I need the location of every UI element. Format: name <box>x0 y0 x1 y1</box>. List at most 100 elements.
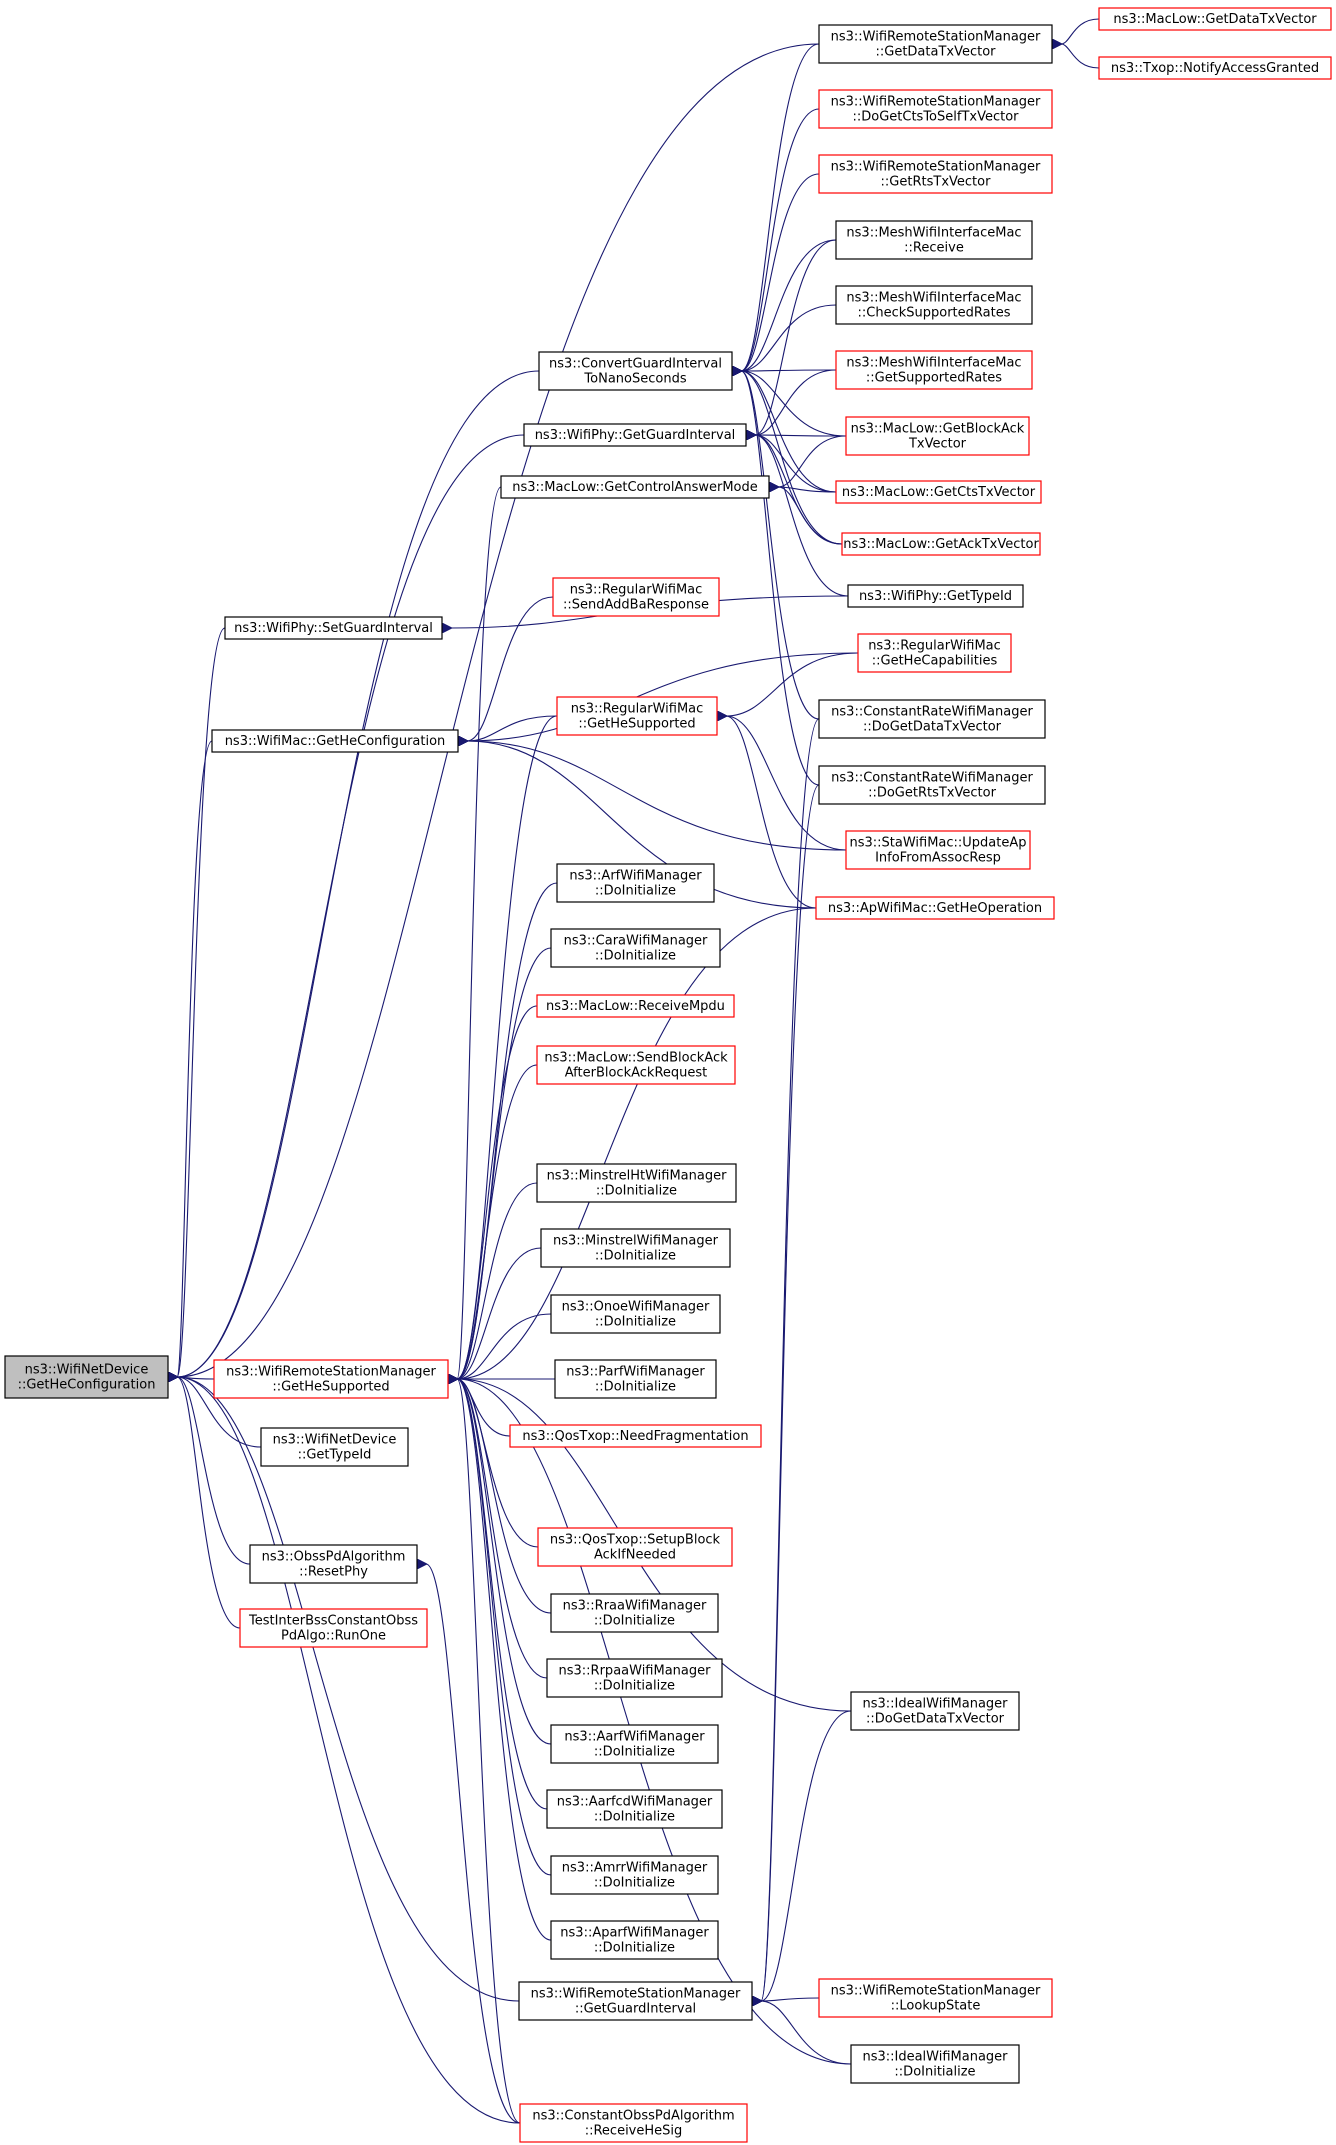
node-box <box>815 896 1055 920</box>
edge-wrsm_gethesupported-to-ideal_init <box>457 1379 852 2065</box>
edge-wrsm_getdatatxvector-to-maclow_getdatatxvector <box>1061 18 1100 44</box>
node-minstrelht_init[interactable]: ns3::MinstrelHtWifiManager::DoInitialize <box>536 1163 737 1203</box>
node-txop_notify[interactable]: ns3::Txop::NotifyAccessGranted <box>1098 56 1332 80</box>
node-cara_init[interactable]: ns3::CaraWifiManager::DoInitialize <box>550 928 721 968</box>
node-regular_gethesupported[interactable]: ns3::RegularWifiMac::GetHeSupported <box>556 696 718 736</box>
node-label: ToNanoSeconds <box>583 372 686 387</box>
node-rrpaa_init[interactable]: ns3::RrpaaWifiManager::DoInitialize <box>546 1658 723 1698</box>
node-box <box>500 475 770 499</box>
edge-wrsm_gethesupported-to-minstrelht_init <box>457 1182 538 1379</box>
node-label: ns3::MacLow::ReceiveMpdu <box>546 999 725 1014</box>
node-wifiphy_setgi[interactable]: ns3::WifiPhy::SetGuardInterval <box>224 616 443 640</box>
node-wifinetdevice_gettypeid[interactable]: ns3::WifiNetDevice::GetTypeId <box>260 1427 409 1467</box>
node-label: ns3::WifiRemoteStationManager <box>831 95 1041 110</box>
node-regular_sendaddba[interactable]: ns3::RegularWifiMac::SendAddBaResponse <box>552 577 720 617</box>
node-wifiphy_getgi[interactable]: ns3::WifiPhy::GetGuardInterval <box>523 423 747 447</box>
node-wrsm_getdatatxvector[interactable]: ns3::WifiRemoteStationManager::GetDataTx… <box>818 24 1053 64</box>
node-label: ns3::CaraWifiManager <box>564 934 708 949</box>
node-obsspd_resetphy[interactable]: ns3::ObssPdAlgorithm::ResetPhy <box>249 1544 418 1584</box>
node-label: ns3::WifiRemoteStationManager <box>831 30 1041 45</box>
node-ideal_getdata[interactable]: ns3::IdealWifiManager::DoGetDataTxVector <box>850 1691 1020 1731</box>
node-rraa_init[interactable]: ns3::RraaWifiManager::DoInitialize <box>550 1593 719 1633</box>
edge-wifiphy_getgi-to-wifiphy_gettypeid <box>755 435 849 597</box>
node-wifimac_gethecfg[interactable]: ns3::WifiMac::GetHeConfiguration <box>211 729 459 753</box>
node-label: ns3::WifiNetDevice <box>25 1363 149 1378</box>
node-sta_updateap[interactable]: ns3::StaWifiMac::UpdateApInfoFromAssocRe… <box>845 830 1031 870</box>
node-wrsm_getctstoself[interactable]: ns3::WifiRemoteStationManager::DoGetCtsT… <box>818 89 1053 129</box>
node-label: ns3::ObssPdAlgorithm <box>262 1550 406 1565</box>
node-box <box>546 1658 723 1698</box>
node-box <box>537 1527 733 1567</box>
node-label: ns3::MacLow::GetDataTxVector <box>1113 12 1317 27</box>
node-label: ::SendAddBaResponse <box>563 598 709 613</box>
node-maclow_getdatatxvector[interactable]: ns3::MacLow::GetDataTxVector <box>1098 7 1332 31</box>
node-wrsm_getrts[interactable]: ns3::WifiRemoteStationManager::GetRtsTxV… <box>818 154 1053 194</box>
node-aparf_init[interactable]: ns3::AparfWifiManager::DoInitialize <box>550 1920 719 1960</box>
node-ideal_init[interactable]: ns3::IdealWifiManager::DoInitialize <box>850 2044 1020 2084</box>
node-label: ::DoInitialize <box>594 1876 675 1891</box>
node-label: ns3::RegularWifiMac <box>570 583 703 598</box>
node-label: ::LookupState <box>891 1999 981 2014</box>
node-box <box>835 285 1033 325</box>
node-maclow_getcts[interactable]: ns3::MacLow::GetCtsTxVector <box>835 480 1042 504</box>
node-regular_gethecap[interactable]: ns3::RegularWifiMac::GetHeCapabilities <box>857 633 1012 673</box>
node-label: ::GetSupportedRates <box>866 371 1002 386</box>
edge-wrsm_gethesupported-to-rraa_init <box>457 1379 552 1614</box>
edge-maclow_getcontrolanswer-to-maclow_getcts <box>778 487 837 493</box>
node-mesh_checkrates[interactable]: ns3::MeshWifiInterfaceMac::CheckSupporte… <box>835 285 1033 325</box>
node-box <box>818 89 1053 129</box>
node-label: ::DoInitialize <box>595 1249 676 1264</box>
node-label: ::DoInitialize <box>594 1679 675 1694</box>
node-aarf_init[interactable]: ns3::AarfWifiManager::DoInitialize <box>550 1724 719 1764</box>
node-qostxop_needfrag[interactable]: ns3::QosTxop::NeedFragmentation <box>509 1424 762 1448</box>
node-label: ns3::StaWifiMac::UpdateAp <box>849 836 1026 851</box>
edge-root-to-wrsm_getgi <box>177 1377 520 2002</box>
node-onoe_init[interactable]: ns3::OnoeWifiManager::DoInitialize <box>550 1294 721 1334</box>
node-root[interactable]: ns3::WifiNetDevice::GetHeConfiguration <box>4 1355 169 1399</box>
node-label: ns3::MacLow::SendBlockAck <box>544 1051 728 1066</box>
node-wrsm_gethesupported[interactable]: ns3::WifiRemoteStationManager::GetHeSupp… <box>213 1359 449 1399</box>
edge-wifimac_gethecfg-to-regular_sendaddba <box>467 596 554 741</box>
edge-wifiphy_getgi-to-maclow_getcts <box>755 435 837 493</box>
edge-wrsm_getgi-to-ideal_getdata <box>761 1710 852 2001</box>
node-maclow_getack[interactable]: ns3::MacLow::GetAckTxVector <box>841 532 1041 556</box>
node-label: ::DoGetDataTxVector <box>866 1712 1005 1727</box>
node-label: ns3::ApWifiMac::GetHeOperation <box>828 901 1042 916</box>
edge-convert_gi-to-maclow_getcts <box>741 371 837 493</box>
node-label: ns3::MacLow::GetCtsTxVector <box>842 485 1036 500</box>
node-box <box>550 1855 719 1895</box>
node-box <box>213 1359 449 1399</box>
node-label: ns3::ConstantRateWifiManager <box>831 705 1033 720</box>
node-wrsm_getgi[interactable]: ns3::WifiRemoteStationManager::GetGuardI… <box>518 1981 753 2021</box>
node-maclow_receivempdu[interactable]: ns3::MacLow::ReceiveMpdu <box>536 994 735 1018</box>
node-wrsm_lookupstate[interactable]: ns3::WifiRemoteStationManager::LookupSta… <box>818 1978 1053 2018</box>
node-label: ::DoInitialize <box>594 1745 675 1760</box>
node-ap_getheop[interactable]: ns3::ApWifiMac::GetHeOperation <box>815 896 1055 920</box>
node-constrate_getrts[interactable]: ns3::ConstantRateWifiManager::DoGetRtsTx… <box>818 765 1046 805</box>
node-parf_init[interactable]: ns3::ParfWifiManager::DoInitialize <box>554 1359 717 1399</box>
node-arf_init[interactable]: ns3::ArfWifiManager::DoInitialize <box>556 863 715 903</box>
edge-root-to-constobss_receivehesig <box>177 1377 521 2124</box>
node-constrate_getdata[interactable]: ns3::ConstantRateWifiManager::DoGetDataT… <box>818 699 1046 739</box>
node-mesh_getrates[interactable]: ns3::MeshWifiInterfaceMac::GetSupportedR… <box>835 350 1033 390</box>
node-label: ::DoInitialize <box>894 2065 975 2080</box>
node-maclow_getcontrolanswer[interactable]: ns3::MacLow::GetControlAnswerMode <box>500 475 770 499</box>
node-label: ns3::OnoeWifiManager <box>562 1300 710 1315</box>
node-box <box>818 699 1046 739</box>
edge-maclow_getcontrolanswer-to-maclow_getack <box>778 487 843 545</box>
node-mesh_receive[interactable]: ns3::MeshWifiInterfaceMac::Receive <box>835 220 1033 260</box>
node-label: ns3::RegularWifiMac <box>571 702 704 717</box>
node-amrr_init[interactable]: ns3::AmrrWifiManager::DoInitialize <box>550 1855 719 1895</box>
node-label: ::DoGetDataTxVector <box>863 720 1002 735</box>
edge-root-to-wifiphy_getgi <box>177 434 525 1377</box>
node-maclow_sendblockack[interactable]: ns3::MacLow::SendBlockAckAfterBlockAckRe… <box>536 1045 736 1085</box>
node-wifiphy_gettypeid[interactable]: ns3::WifiPhy::GetTypeId <box>847 584 1024 608</box>
node-minstrel_init[interactable]: ns3::MinstrelWifiManager::DoInitialize <box>540 1228 731 1268</box>
node-constobss_receivehesig[interactable]: ns3::ConstantObssPdAlgorithm::ReceiveHeS… <box>519 2103 748 2143</box>
node-label: ns3::WifiNetDevice <box>273 1433 397 1448</box>
node-aarfcd_init[interactable]: ns3::AarfcdWifiManager::DoInitialize <box>546 1789 723 1829</box>
